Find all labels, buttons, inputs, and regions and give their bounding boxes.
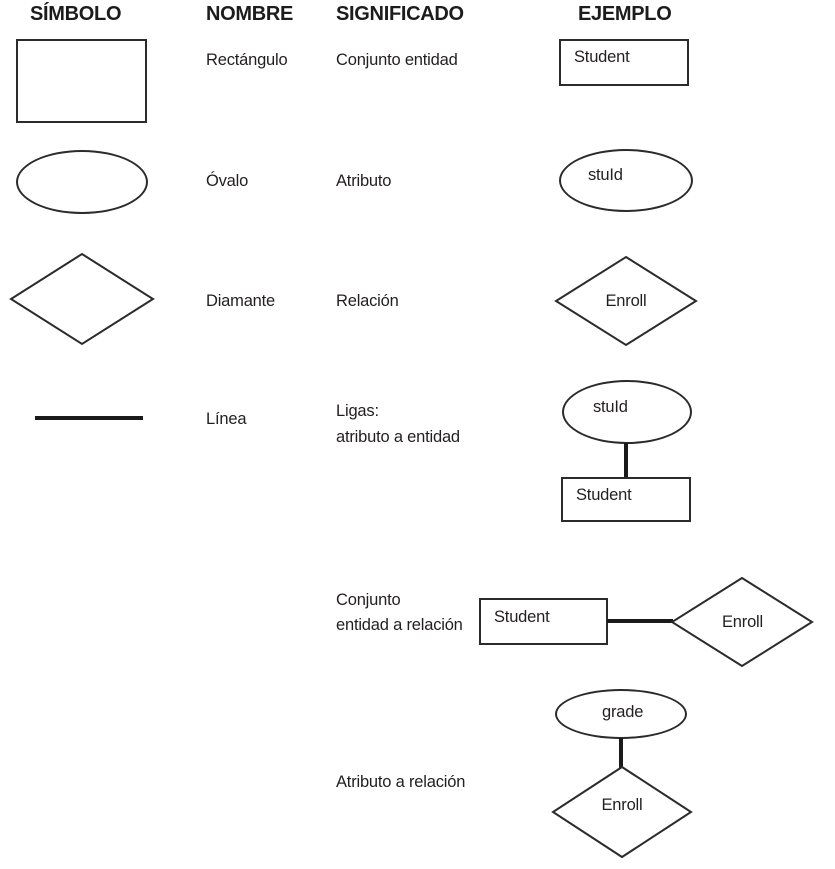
example-attribute-oval-row4: stuId [562, 380, 692, 444]
entity-name-label: Student [494, 608, 550, 626]
row4-name-label: Línea [206, 410, 247, 428]
relationship-name-label: Enroll [722, 612, 763, 631]
relationship-name-label: Enroll [601, 795, 643, 814]
row2-name-label: Óvalo [206, 172, 249, 190]
attribute-relationship-connector-line [619, 738, 623, 771]
example-entity-rectangle-row5: Student [479, 598, 608, 645]
row4-meaning-line2: atributo a entidad [336, 428, 460, 446]
example-relationship-diamond-row6 [551, 765, 693, 859]
entity-name-label: Student [574, 48, 630, 66]
attribute-name-label: stuId [588, 166, 623, 184]
column-header-ejemplo: EJEMPLO [578, 3, 672, 25]
attribute-entity-connector-line [624, 443, 628, 478]
rectangle-symbol [16, 39, 147, 123]
row5-meaning-line1: Conjunto [336, 591, 401, 609]
row2-meaning-label: Atributo [336, 172, 392, 190]
column-header-simbolo: SÍMBOLO [30, 3, 122, 25]
entity-name-label: Student [576, 486, 632, 504]
column-header-nombre: NOMBRE [206, 3, 294, 25]
example-relationship-diamond-row3 [554, 255, 698, 347]
attribute-name-label: grade [602, 703, 644, 721]
column-header-significado: SIGNIFICADO [336, 3, 464, 25]
example-attribute-oval-row6: grade [555, 689, 687, 739]
attribute-name-label: stuId [593, 398, 628, 416]
row3-meaning-label: Relación [336, 292, 399, 310]
row5-meaning-line2: entidad a relación [336, 616, 463, 634]
relationship-name-label: Enroll [605, 291, 647, 310]
example-relationship-diamond-row5 [671, 577, 814, 667]
example-entity-rectangle-row4: Student [561, 477, 691, 522]
row1-name-label: Rectángulo [206, 51, 288, 69]
line-symbol [35, 416, 143, 420]
row1-meaning-label: Conjunto entidad [336, 51, 458, 69]
example-entity-rectangle-row1: Student [559, 39, 689, 86]
row3-name-label: Diamante [206, 292, 276, 310]
diamond-symbol [9, 252, 155, 346]
row6-meaning-label: Atributo a relación [336, 773, 466, 791]
row4-meaning-line1: Ligas: [336, 402, 379, 420]
example-attribute-oval-row2: stuId [559, 149, 693, 212]
oval-symbol [16, 150, 148, 214]
entity-relationship-connector-line [607, 619, 673, 623]
